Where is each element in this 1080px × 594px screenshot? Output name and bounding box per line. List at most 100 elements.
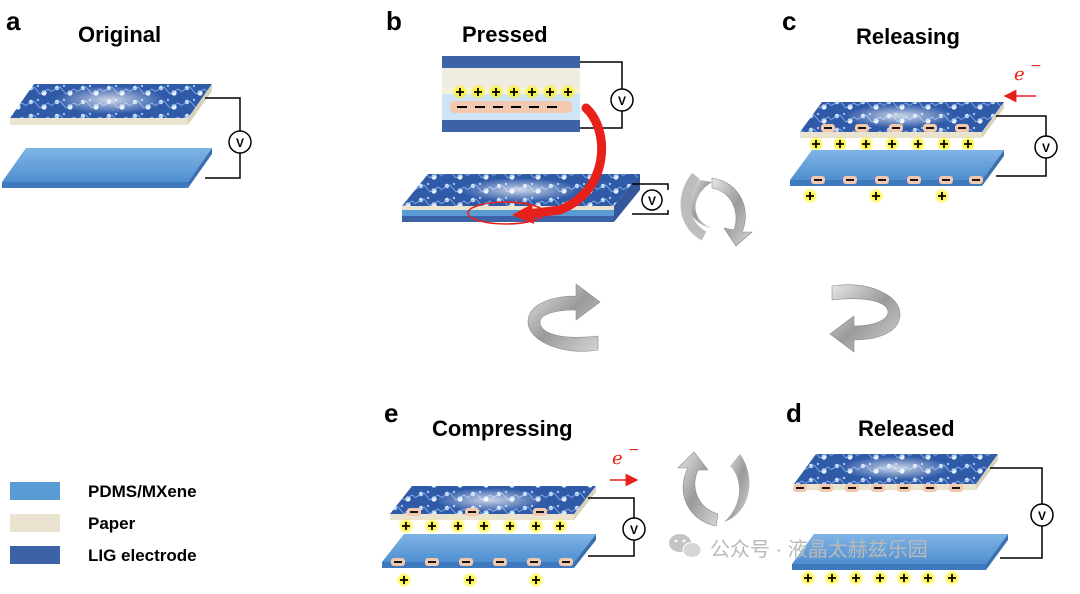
positive-charge — [924, 574, 932, 582]
legend-label-lig: LIG electrode — [88, 546, 197, 565]
voltmeter: V — [610, 88, 634, 112]
positive-charge — [454, 522, 462, 530]
cycle-arrow-e-to-b — [527, 283, 601, 352]
svg-text:V: V — [618, 94, 626, 108]
panel-letter-d: d — [786, 398, 802, 428]
cycle-arrow-d-to-e — [677, 451, 750, 527]
svg-text:e: e — [612, 448, 623, 469]
negative-charge-row — [821, 124, 969, 132]
positive-charge — [872, 192, 880, 200]
legend: PDMS/MXene Paper LIG electrode — [10, 482, 197, 565]
lig-sheet — [800, 102, 1004, 138]
cross-section — [442, 56, 580, 132]
watermark-text: 公众号 · 液晶太赫兹乐园 — [710, 538, 928, 561]
positive-charge — [532, 576, 540, 584]
positive-charge — [402, 522, 410, 530]
pdms-sheet — [2, 148, 212, 188]
panel-c: c Releasing e − V — [782, 6, 1058, 204]
positive-charge — [852, 574, 860, 582]
panel-letter-c: c — [782, 6, 796, 36]
positive-charge — [400, 576, 408, 584]
lig-sheet — [390, 486, 596, 520]
svg-text:V: V — [1038, 509, 1046, 523]
positive-charge — [862, 140, 870, 148]
negative-charge-row — [793, 484, 963, 492]
svg-text:e: e — [1014, 64, 1025, 85]
legend-swatch-lig — [10, 546, 60, 564]
cycle-arrow-b-to-c — [680, 172, 753, 247]
svg-text:V: V — [1042, 141, 1050, 155]
positive-charge — [492, 88, 500, 96]
pdms-sheet — [790, 150, 1004, 186]
negative-charge-row — [811, 176, 983, 184]
lig-sheet — [10, 84, 212, 125]
positive-charge — [836, 140, 844, 148]
panel-title-d: Released — [858, 416, 955, 441]
positive-charge — [900, 574, 908, 582]
svg-text:V: V — [630, 523, 638, 537]
circuit-wire — [990, 467, 1043, 559]
panel-title-e: Compressing — [432, 416, 573, 441]
panel-title-b: Pressed — [462, 22, 548, 47]
panel-letter-e: e — [384, 398, 398, 428]
positive-charge — [556, 522, 564, 530]
panel-d: d Released V — [786, 398, 1054, 586]
positive-charge — [940, 140, 948, 148]
positive-charge-row — [800, 570, 960, 586]
negative-charge-row — [391, 558, 573, 566]
pdms-sheet — [792, 534, 1008, 570]
voltmeter: V — [641, 189, 663, 211]
positive-charge — [876, 574, 884, 582]
positive-charge — [914, 140, 922, 148]
circuit-wire — [632, 183, 669, 215]
positive-charge — [806, 192, 814, 200]
panel-e: e Compressing e − V — [382, 398, 646, 588]
circuit-wire — [205, 97, 241, 179]
positive-charge — [506, 522, 514, 530]
electron-indicator: e − — [610, 442, 640, 487]
legend-label-pdms: PDMS/MXene — [88, 482, 197, 501]
panel-letter-a: a — [6, 6, 21, 36]
panel-b: b Pressed V — [386, 6, 669, 225]
svg-text:−: − — [1030, 58, 1042, 74]
positive-charge-row — [802, 188, 950, 204]
positive-charge — [480, 522, 488, 530]
voltmeter: V — [622, 517, 646, 541]
panel-title-c: Releasing — [856, 24, 960, 49]
positive-charge — [466, 576, 474, 584]
positive-charge — [532, 522, 540, 530]
positive-charge — [888, 140, 896, 148]
voltmeter: V — [1030, 503, 1054, 527]
electron-indicator: e − — [1003, 58, 1042, 103]
wechat-icon — [669, 534, 702, 558]
positive-charge — [474, 88, 482, 96]
positive-charge — [546, 88, 554, 96]
legend-swatch-pdms — [10, 482, 60, 500]
positive-charge — [510, 88, 518, 96]
positive-charge — [964, 140, 972, 148]
zoom-arrow — [467, 103, 607, 225]
positive-charge-row — [398, 518, 568, 534]
positive-charge-row — [396, 572, 544, 588]
positive-charge-row — [808, 136, 976, 152]
legend-swatch-paper — [10, 514, 60, 532]
positive-charge — [828, 574, 836, 582]
positive-charge — [948, 574, 956, 582]
lig-sheet — [794, 454, 998, 490]
svg-text:−: − — [628, 442, 640, 458]
circuit-wire — [588, 497, 635, 557]
svg-text:V: V — [648, 194, 656, 208]
positive-charge — [938, 192, 946, 200]
voltmeter: V — [228, 130, 252, 154]
positive-charge-row — [452, 84, 576, 100]
positive-charge — [528, 88, 536, 96]
cycle-arrow-c-to-d — [829, 284, 901, 353]
positive-charge — [812, 140, 820, 148]
panel-title-a: Original — [78, 22, 161, 47]
voltmeter: V — [1034, 135, 1058, 159]
legend-label-paper: Paper — [88, 514, 136, 533]
circuit-wire — [996, 115, 1047, 177]
positive-charge — [428, 522, 436, 530]
positive-charge — [564, 88, 572, 96]
